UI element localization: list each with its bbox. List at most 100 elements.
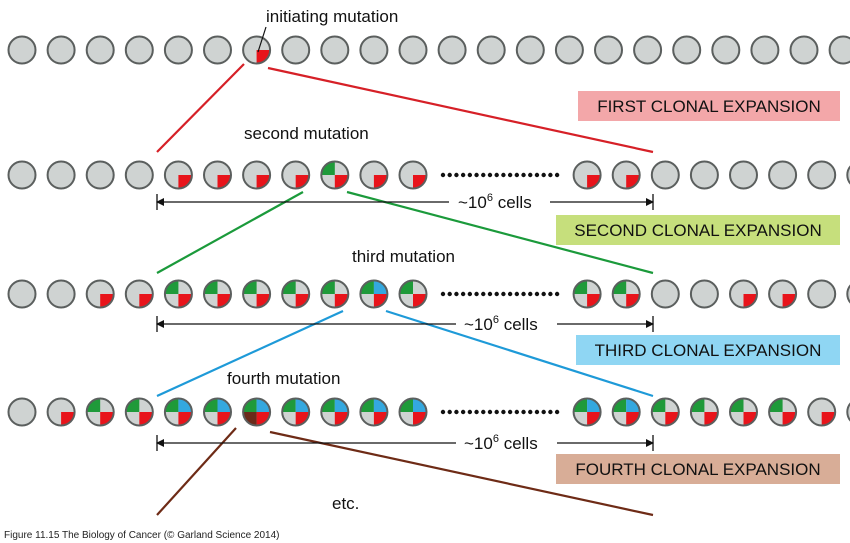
normal-cell bbox=[398, 35, 428, 65]
fourth-expansion-line-left bbox=[156, 427, 237, 516]
cell-count-label: ~106 cells bbox=[464, 433, 538, 453]
mutant-cell bbox=[320, 397, 350, 427]
mutant-cell bbox=[572, 397, 602, 427]
mutant-cell bbox=[203, 279, 232, 309]
normal-cell bbox=[281, 35, 311, 65]
normal-cell bbox=[828, 35, 850, 65]
normal-cell bbox=[789, 35, 819, 65]
mutant-cell bbox=[281, 160, 311, 190]
normal-cell bbox=[320, 35, 350, 65]
normal-cell bbox=[650, 160, 680, 190]
normal-cell bbox=[46, 35, 76, 65]
normal-cell bbox=[711, 35, 741, 65]
second-mutation-label: second mutation bbox=[244, 124, 369, 143]
mutant-cell bbox=[163, 160, 193, 190]
svg-text:FOURTH CLONAL EXPANSION: FOURTH CLONAL EXPANSION bbox=[575, 460, 820, 479]
normal-cell bbox=[46, 160, 76, 190]
initiating-mutation-label: initiating mutation bbox=[266, 7, 398, 26]
normal-cell bbox=[124, 35, 154, 65]
normal-cell bbox=[750, 35, 780, 65]
ellipsis-dots bbox=[440, 172, 560, 178]
mutant-cell bbox=[242, 35, 272, 65]
cell-row-third-expansion bbox=[7, 397, 850, 427]
normal-cell bbox=[85, 160, 115, 190]
normal-cell bbox=[594, 35, 623, 65]
first-expansion-line-right bbox=[267, 66, 654, 154]
first-expansion-box: FIRST CLONAL EXPANSION bbox=[578, 91, 840, 121]
mutant-cell bbox=[572, 160, 602, 190]
mutant-cell bbox=[124, 279, 154, 309]
normal-cell bbox=[554, 35, 584, 65]
normal-cell bbox=[846, 402, 850, 422]
normal-cell bbox=[768, 160, 798, 190]
svg-text:FIRST CLONAL EXPANSION: FIRST CLONAL EXPANSION bbox=[597, 97, 821, 116]
ellipsis-dots bbox=[440, 291, 560, 297]
third-expansion-line-left bbox=[156, 309, 344, 398]
mutant-cell bbox=[729, 397, 758, 427]
cell-row-second-expansion bbox=[7, 279, 850, 309]
mutant-cell bbox=[611, 397, 641, 427]
mutant-cell bbox=[320, 160, 350, 190]
normal-cell bbox=[7, 35, 37, 65]
mutant-cell bbox=[242, 397, 272, 427]
mutant-cell bbox=[124, 397, 154, 427]
mutant-cell bbox=[242, 279, 272, 309]
second-expansion-line-left bbox=[156, 191, 304, 274]
mutant-cell bbox=[768, 279, 798, 309]
mutant-cell bbox=[572, 279, 602, 309]
normal-cell bbox=[807, 160, 837, 190]
mutant-cell bbox=[46, 397, 76, 427]
fourth-expansion-line-right bbox=[269, 430, 654, 517]
mutant-cell bbox=[281, 397, 311, 427]
normal-cell bbox=[672, 35, 702, 65]
third-expansion-box: THIRD CLONAL EXPANSION bbox=[576, 335, 840, 365]
normal-cell bbox=[689, 160, 719, 190]
normal-cell bbox=[476, 35, 506, 65]
mutant-cell bbox=[807, 397, 837, 427]
mutant-cell bbox=[203, 160, 232, 190]
normal-cell bbox=[689, 279, 719, 309]
normal-cell bbox=[7, 160, 37, 190]
first-expansion-line-left bbox=[156, 63, 245, 153]
mutant-cell bbox=[611, 160, 641, 190]
mutant-cell bbox=[611, 279, 641, 309]
mutant-cell bbox=[359, 279, 389, 309]
fourth-mutation-label: fourth mutation bbox=[227, 369, 340, 388]
normal-cell bbox=[807, 279, 837, 309]
cell-count-label: ~106 cells bbox=[458, 192, 532, 212]
ellipsis-dots bbox=[440, 409, 560, 415]
mutant-cell bbox=[85, 397, 115, 427]
mutant-cell bbox=[85, 279, 115, 309]
normal-cell bbox=[515, 35, 545, 65]
mutant-cell bbox=[242, 160, 272, 190]
normal-cell bbox=[846, 284, 850, 304]
mutant-cell bbox=[281, 279, 311, 309]
normal-cell bbox=[650, 279, 680, 309]
normal-cell bbox=[163, 35, 193, 65]
mutant-cell bbox=[729, 279, 758, 309]
initiating-mutation-pointer bbox=[257, 26, 267, 53]
cell-count-arrow-3: ~106 cells bbox=[156, 433, 654, 453]
cell-count-label: ~106 cells bbox=[464, 314, 538, 334]
mutant-cell bbox=[398, 160, 428, 190]
normal-cell bbox=[729, 160, 758, 190]
svg-text:THIRD CLONAL EXPANSION: THIRD CLONAL EXPANSION bbox=[595, 341, 822, 360]
fourth-expansion-box: FOURTH CLONAL EXPANSION bbox=[556, 454, 840, 484]
second-expansion-line-right bbox=[346, 190, 654, 275]
mutant-cell bbox=[398, 279, 428, 309]
normal-cell bbox=[437, 35, 467, 65]
normal-cell bbox=[633, 35, 663, 65]
expansion-lines bbox=[156, 63, 654, 517]
normal-cell bbox=[7, 397, 37, 427]
mutant-cell bbox=[163, 397, 193, 427]
mutant-cell bbox=[398, 397, 428, 427]
mutant-cell bbox=[650, 397, 680, 427]
second-expansion-box: SECOND CLONAL EXPANSION bbox=[556, 215, 840, 245]
mutant-cell bbox=[359, 160, 389, 190]
normal-cell bbox=[7, 279, 37, 309]
normal-cell bbox=[124, 160, 154, 190]
normal-cell bbox=[46, 279, 76, 309]
mutant-cell bbox=[320, 279, 350, 309]
mutant-cell bbox=[163, 279, 193, 309]
